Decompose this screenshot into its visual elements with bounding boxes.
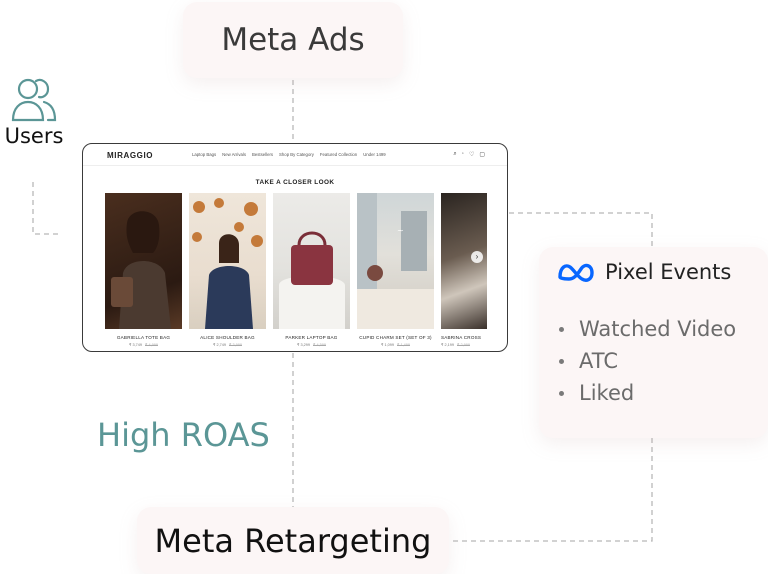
original-price: ₹ 3,999	[229, 343, 242, 347]
product-price: ₹ 3,299₹ 4,599	[273, 342, 350, 347]
event-label: Watched Video	[579, 317, 737, 341]
product-price: ₹ 2,749₹ 3,999	[189, 342, 266, 347]
product-card[interactable]: › SABRINA CROSS ₹ 2,199₹ 2,999	[441, 193, 487, 347]
bag-icon[interactable]: ▢	[479, 152, 485, 158]
product-price: ₹ 1,099₹ 1,499	[357, 342, 434, 347]
menu-item[interactable]: Featured Collection	[319, 152, 358, 157]
sale-price: ₹ 2,749	[213, 343, 226, 347]
user-icon[interactable]: ◦	[461, 151, 464, 157]
users-icon	[11, 78, 57, 122]
product-name[interactable]: GABRIELLA TOTE BAG	[116, 335, 171, 340]
menu-item[interactable]: New Arrivals	[222, 152, 247, 157]
sale-price: ₹ 2,199	[441, 343, 454, 347]
pixel-events-list: Watched Video ATC Liked	[559, 313, 736, 409]
product-price: ₹ 2,199₹ 2,999	[441, 342, 487, 347]
product-video-thumbnail[interactable]	[105, 193, 182, 329]
product-name[interactable]: CUPID CHARM SET (SET OF 3)	[359, 335, 432, 340]
product-card[interactable]: PARKER LAPTOP BAG ₹ 3,299₹ 4,599	[273, 193, 350, 347]
pixel-to-retargeting-line	[450, 438, 653, 542]
bullet-icon	[559, 326, 564, 332]
original-price: ₹ 4,999	[145, 343, 158, 347]
carousel-next-icon[interactable]: ›	[471, 251, 483, 263]
bullet-icon	[559, 358, 564, 364]
store-mockup: MIRAGGIO Laptop Bags New Arrivals Bestse…	[82, 143, 508, 352]
product-video-thumbnail[interactable]	[189, 193, 266, 329]
meta-ads-label: Meta Ads	[221, 22, 365, 58]
bullet-icon	[559, 390, 564, 396]
bag-on-chair	[279, 231, 345, 329]
sale-price: ₹ 3,299	[297, 343, 310, 347]
high-roas-label: High ROAS	[97, 416, 270, 454]
product-name[interactable]: ALICE SHOULDER BAG	[200, 335, 255, 340]
menu-item[interactable]: Under 1499	[363, 152, 386, 157]
model-figure	[111, 211, 171, 329]
sale-price: ₹ 3,749	[129, 343, 142, 347]
product-video-thumbnail[interactable]	[273, 193, 350, 329]
event-label: Liked	[579, 381, 635, 405]
store-nav-icons: ⌕ ◦ ♡ ▢	[453, 151, 485, 158]
svg-text:~: ~	[397, 226, 404, 235]
store-to-pixel-line	[509, 212, 653, 248]
list-item: Watched Video	[559, 313, 736, 345]
product-card[interactable]: ~ CUPID CHARM SET (SET OF 3) ₹ 1,099₹ 1,…	[357, 193, 434, 347]
menu-item[interactable]: Shop By Category	[279, 152, 314, 157]
pixel-events-header: Pixel Events	[556, 260, 731, 284]
product-card[interactable]: GABRIELLA TOTE BAG ₹ 3,749₹ 4,999	[105, 193, 182, 347]
charm-scene: ~	[357, 193, 434, 329]
pixel-events-title: Pixel Events	[605, 260, 732, 284]
users-to-store-line	[32, 182, 60, 235]
original-price: ₹ 1,499	[397, 343, 410, 347]
original-price: ₹ 2,999	[456, 343, 470, 347]
list-item: ATC	[559, 345, 736, 377]
meta-ads-box: Meta Ads	[183, 2, 403, 78]
heart-icon[interactable]: ♡	[468, 152, 475, 158]
event-label: ATC	[579, 349, 618, 373]
original-price: ₹ 4,599	[313, 343, 326, 347]
users-node: Users	[0, 76, 68, 148]
users-label: Users	[4, 124, 64, 148]
model-figure	[192, 198, 263, 329]
section-heading: TAKE A CLOSER LOOK	[255, 179, 335, 186]
product-card[interactable]: ALICE SHOULDER BAG ₹ 2,749₹ 3,999	[189, 193, 266, 347]
list-item: Liked	[559, 377, 736, 409]
menu-item[interactable]: Laptop Bags	[192, 152, 217, 157]
meta-retargeting-box: Meta Retargeting	[137, 507, 449, 574]
meta-logo-icon	[558, 263, 594, 282]
sale-price: ₹ 1,099	[381, 343, 394, 347]
product-name[interactable]: SABRINA CROSS	[441, 335, 482, 340]
product-name[interactable]: PARKER LAPTOP BAG	[285, 335, 338, 340]
product-video-thumbnail[interactable]: ~	[357, 193, 434, 329]
search-icon[interactable]: ⌕	[453, 151, 457, 157]
product-price: ₹ 3,749₹ 4,999	[105, 342, 182, 347]
store-navbar: MIRAGGIO Laptop Bags New Arrivals Bestse…	[83, 144, 507, 166]
store-menu: Laptop Bags New Arrivals Bestsellers Sho…	[192, 152, 386, 157]
meta-retargeting-label: Meta Retargeting	[154, 521, 432, 560]
store-brand[interactable]: MIRAGGIO	[107, 151, 154, 160]
menu-item[interactable]: Bestsellers	[252, 152, 274, 157]
pixel-events-card: Pixel Events Watched Video ATC Liked	[539, 247, 768, 438]
product-video-thumbnail[interactable]: ›	[441, 193, 487, 329]
